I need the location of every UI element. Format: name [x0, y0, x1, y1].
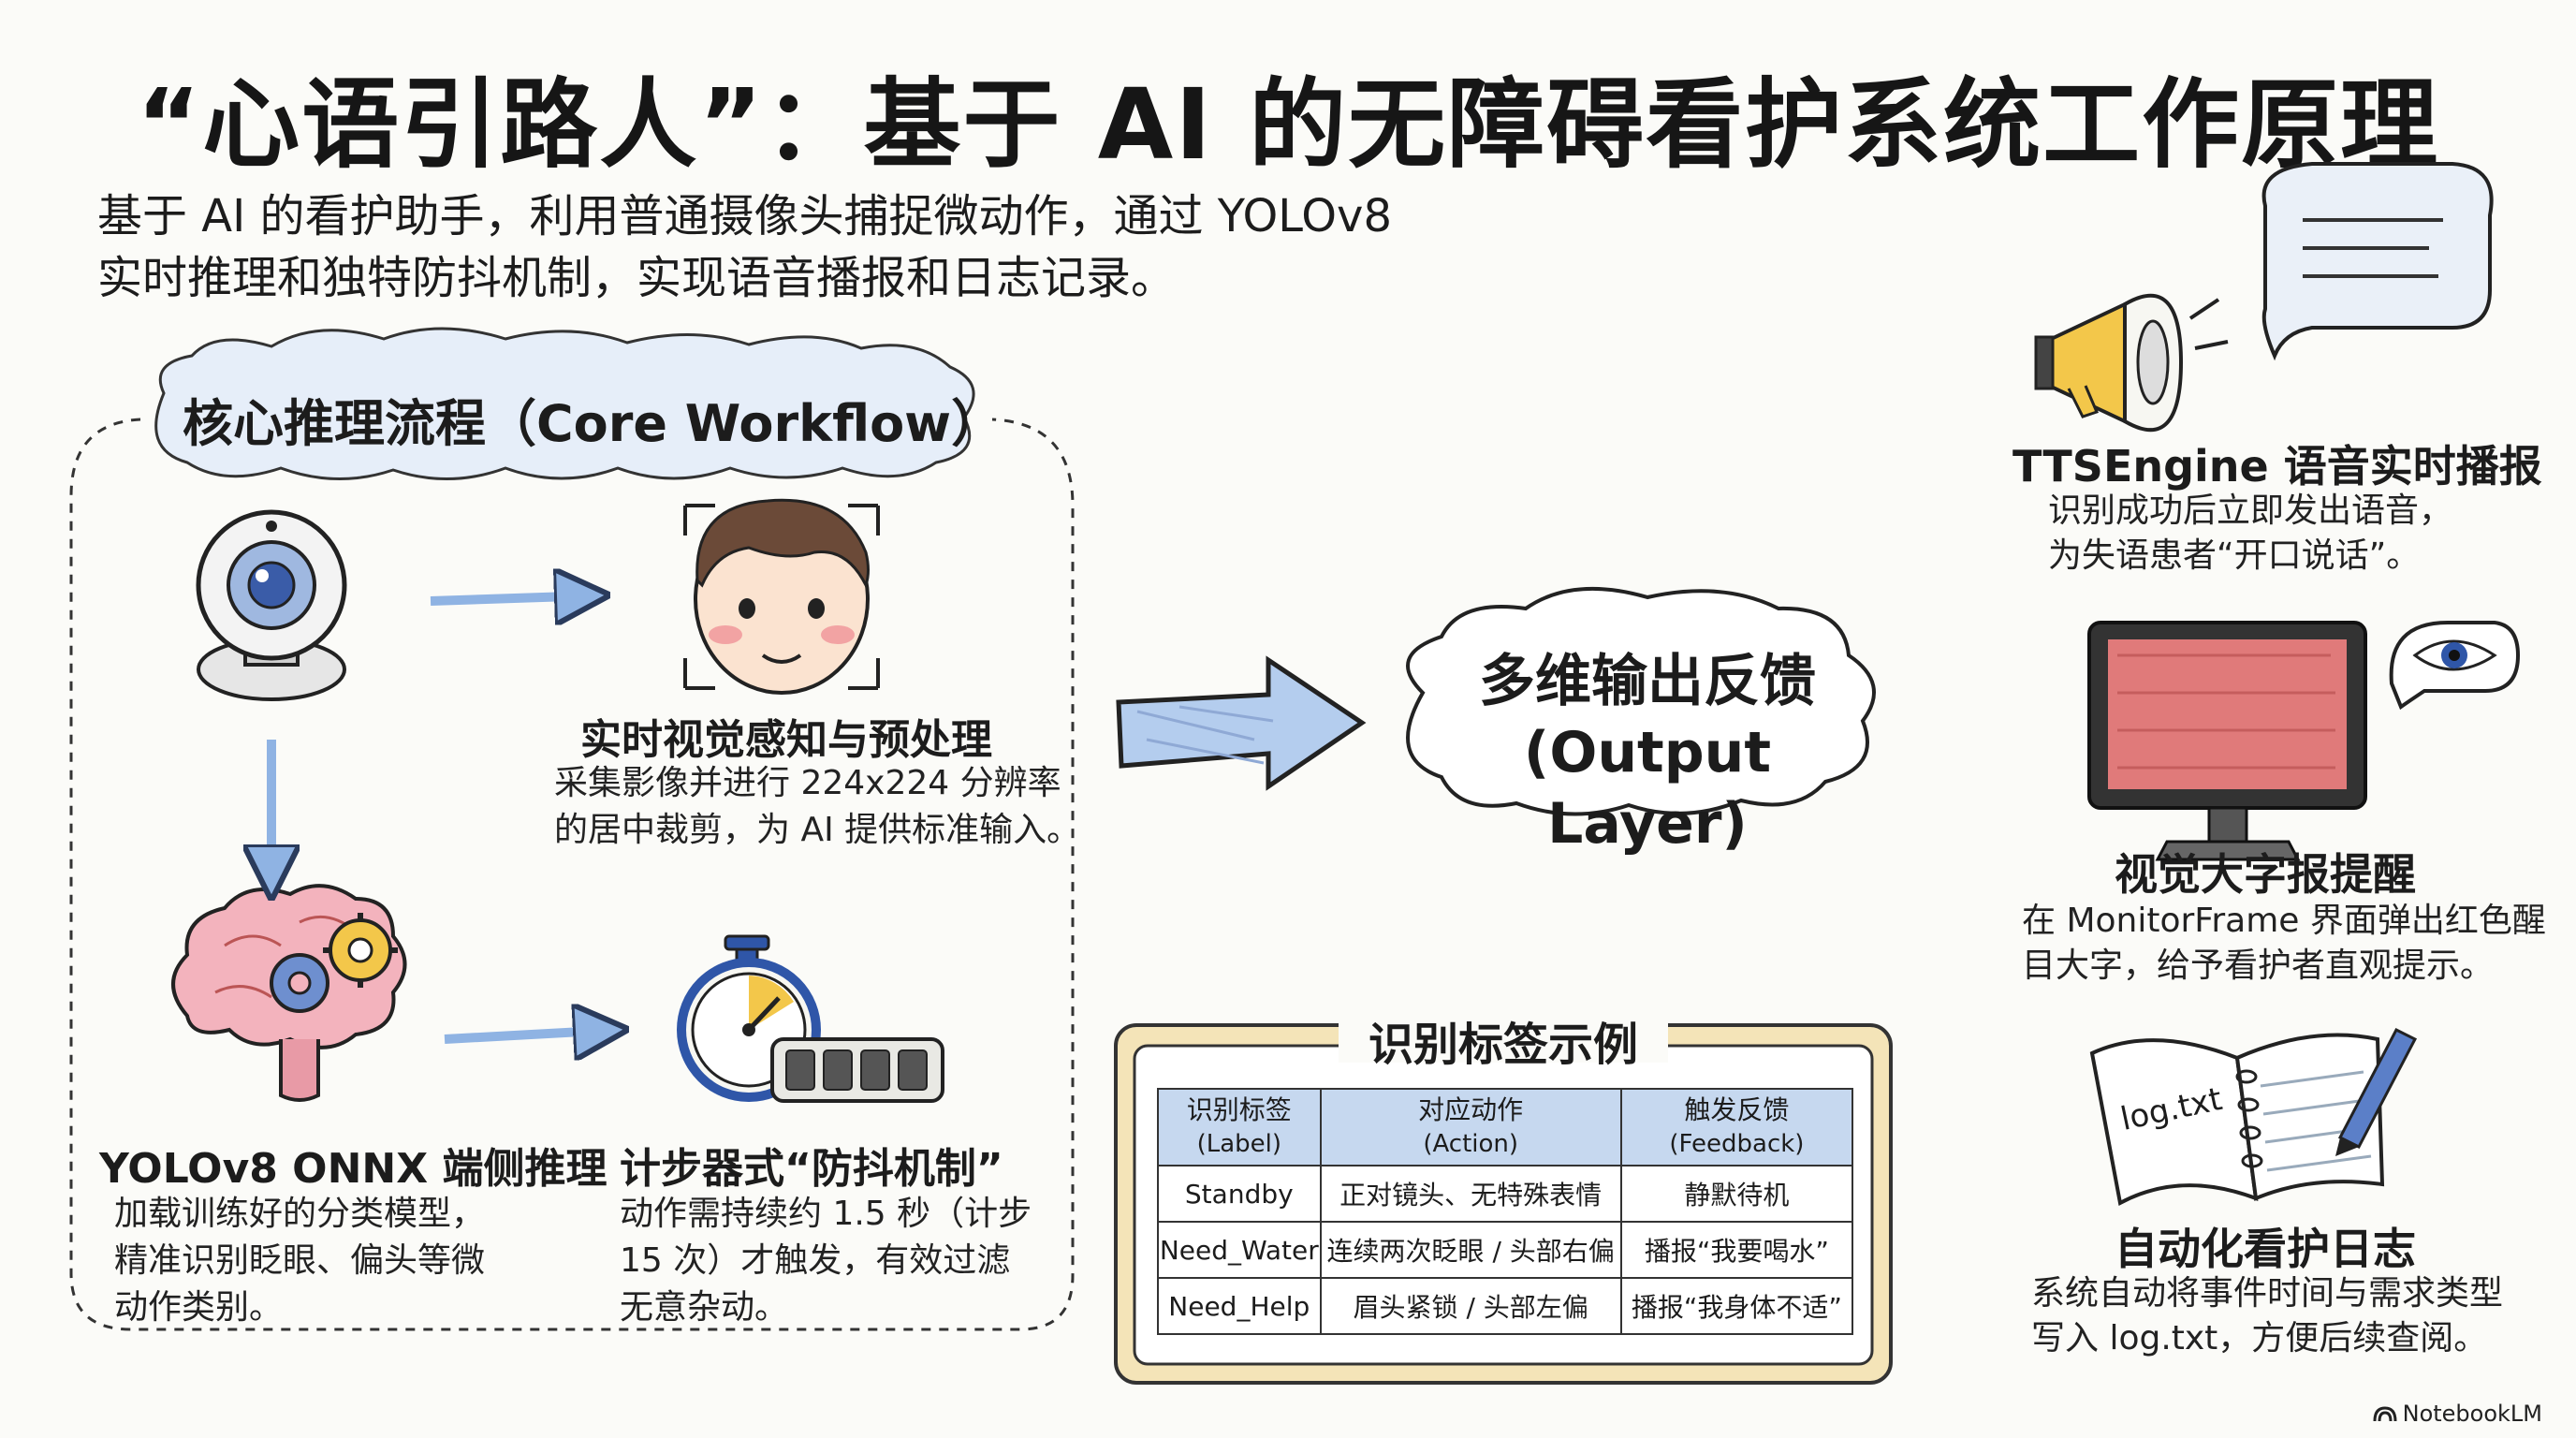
table-row: Need_Help 眉头紧锁 / 头部左偏 播报“我身体不适”: [1157, 1277, 1854, 1335]
step-debounce-desc-line: 15 次）才触发，有效过滤: [620, 1241, 1011, 1280]
face-scan-icon: [683, 498, 880, 695]
feature-tts-title: TTSEngine 语音实时播报: [2012, 441, 2542, 492]
header-cn: 识别标签: [1186, 1094, 1292, 1125]
feature-visual-alert-desc-line: 目大字，给予看护者直观提示。: [2022, 946, 2495, 985]
step-inference-title: YOLOv8 ONNX 端侧推理: [99, 1145, 607, 1193]
header-cn: 触发反馈: [1684, 1094, 1790, 1125]
feature-visual-alert-desc: 在 MonitorFrame 界面弹出红色醒 目大字，给予看护者直观提示。: [2022, 899, 2546, 989]
table-header-cell: 识别标签 (Label): [1157, 1088, 1322, 1167]
table-row: Need_Water 连续两次眨眼 / 头部右偏 播报“我要喝水”: [1157, 1221, 1854, 1279]
feature-tts-desc: 识别成功后立即发出语音， 为失语患者“开口说话”。: [2048, 489, 2452, 579]
notebooklm-label: NotebookLM: [2402, 1401, 2542, 1427]
output-layer-subtitle: (Output Layer): [1523, 720, 1772, 857]
arrow-brain-to-stopwatch: [444, 1030, 618, 1039]
step-inference-desc: 加载训练好的分类模型， 精准识别眨眼、偏头等微 动作类别。: [114, 1191, 485, 1331]
table-title: 识别标签示例: [1368, 1019, 1638, 1071]
header-cn: 对应动作: [1418, 1094, 1524, 1125]
stopwatch-counter-icon: [677, 934, 944, 1103]
intro-text: 基于 AI 的看护助手，利用普通摄像头捕捉微动作，通过 YOLOv8 实时推理和…: [97, 185, 1501, 309]
step-debounce-desc: 动作需持续约 1.5 秒（计步 15 次）才触发，有效过滤 无意杂动。: [620, 1191, 1032, 1331]
feature-log-title: 自动化看护日志: [2115, 1224, 2416, 1274]
step-inference-desc-line: 加载训练好的分类模型，: [114, 1195, 486, 1233]
intro-line-1: 基于 AI 的看护助手，利用普通摄像头捕捉微动作，通过 YOLOv8: [97, 190, 1393, 242]
step-debounce-desc-line: 无意杂动。: [620, 1288, 789, 1327]
feature-log-desc-line: 写入 log.txt，方便后续查阅。: [2031, 1319, 2488, 1357]
page-title: “心语引路人”：基于 AI 的无障碍看护系统工作原理: [136, 67, 2440, 182]
table-row: Standby 正对镜头、无特殊表情 静默待机: [1157, 1165, 1854, 1223]
output-cloud: [1406, 586, 1876, 816]
table-cell-label: Standby: [1157, 1165, 1322, 1223]
monitor-icon: [2087, 621, 2367, 861]
step-inference-desc-line: 动作类别。: [114, 1288, 284, 1327]
table-cell-feedback: 播报“我身体不适”: [1619, 1277, 1854, 1335]
notebook-icon: [2089, 1033, 2385, 1207]
table-cell-feedback: 播报“我要喝水”: [1619, 1221, 1854, 1279]
webcam-icon: [196, 509, 347, 701]
step-debounce-title: 计步器式“防抖机制”: [620, 1145, 1003, 1193]
header-en: (Action): [1423, 1130, 1519, 1158]
feature-tts-desc-line: 识别成功后立即发出语音，: [2048, 492, 2453, 530]
table-cell-label: Need_Water: [1157, 1221, 1322, 1279]
feature-visual-alert-desc-line: 在 MonitorFrame 界面弹出红色醒: [2022, 902, 2546, 940]
feature-visual-alert-title: 视觉大字报提醒: [2115, 849, 2416, 900]
brain-gear-icon: [171, 884, 407, 1102]
big-output-arrow: [1116, 655, 1367, 791]
feature-log-desc: 系统自动将事件时间与需求类型 写入 log.txt，方便后续查阅。: [2031, 1271, 2503, 1361]
megaphone-icon: [2034, 293, 2229, 433]
table-header-cell: 触发反馈 (Feedback): [1619, 1088, 1854, 1167]
core-title-cloud: [154, 327, 975, 480]
intro-line-2: 实时推理和独特防抖机制，实现语音播报和日志记录。: [97, 252, 1177, 304]
arrow-camera-to-face: [430, 595, 599, 601]
notebooklm-watermark: NotebookLM: [2373, 1401, 2542, 1427]
output-layer-label: 多维输出反馈 (Output Layer): [1432, 646, 1863, 859]
feature-log-desc-line: 系统自动将事件时间与需求类型: [2031, 1274, 2504, 1313]
notebooklm-logo-icon: [2373, 1406, 2397, 1422]
core-workflow-frame: [69, 418, 1075, 1331]
label-table: 识别标签(Label) 对应动作(Action) 触发反馈(Feedback) …: [1157, 1088, 1854, 1335]
pen-icon: [2335, 1027, 2418, 1156]
eye-icon: [2389, 621, 2521, 711]
step-preprocess-desc-line: 采集影像并进行 224x224 分辨率: [554, 764, 1061, 802]
step-preprocess-title: 实时视觉感知与预处理: [580, 716, 992, 764]
output-layer-title: 多维输出反馈: [1479, 649, 1816, 714]
table-cell-label: Need_Help: [1157, 1277, 1322, 1335]
table-cell-action: 正对镜头、无特殊表情: [1319, 1165, 1622, 1223]
step-preprocess-desc: 采集影像并进行 224x224 分辨率 的居中裁剪，为 AI 提供标准输入。: [554, 760, 1080, 854]
step-preprocess-desc-line: 的居中裁剪，为 AI 提供标准输入。: [554, 811, 1081, 849]
table-header-cell: 对应动作 (Action): [1319, 1088, 1622, 1167]
header-en: (Feedback): [1669, 1130, 1805, 1158]
table-header-row: 识别标签 (Label) 对应动作 (Action) 触发反馈 (Feedback): [1157, 1088, 1854, 1167]
speech-bubble-icon: [2261, 162, 2494, 361]
core-workflow-title: 核心推理流程（Core Workflow）: [183, 394, 1003, 453]
table-cell-action: 连续两次眨眼 / 头部右偏: [1319, 1221, 1622, 1279]
step-inference-desc-line: 精准识别眨眼、偏头等微: [114, 1241, 486, 1280]
step-debounce-desc-line: 动作需持续约 1.5 秒（计步: [620, 1195, 1032, 1233]
table-cell-feedback: 静默待机: [1619, 1165, 1854, 1223]
feature-tts-desc-line: 为失语患者“开口说话”。: [2048, 536, 2421, 575]
table-cell-action: 眉头紧锁 / 头部左偏: [1319, 1277, 1622, 1335]
header-en: (Label): [1196, 1130, 1282, 1158]
